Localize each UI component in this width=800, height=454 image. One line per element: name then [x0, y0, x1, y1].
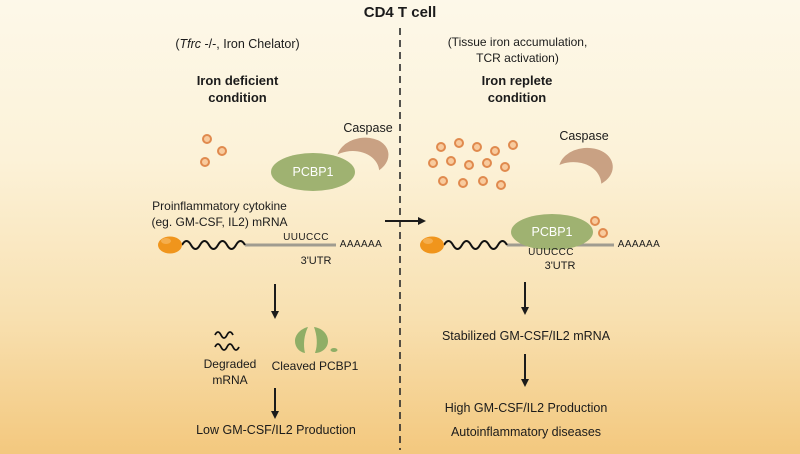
stabilized-mrna-label: Stabilized GM-CSF/IL2 mRNA: [441, 329, 611, 343]
iron-dot-icon: [200, 157, 210, 167]
right-condition-heading: Iron replete condition: [442, 72, 592, 106]
right-motif-sequence: UUUCCC: [528, 247, 574, 258]
iron-dot-icon: [446, 156, 456, 166]
caspase-icon: [558, 147, 613, 188]
left-motif-sequence: UUUCCC: [283, 232, 329, 243]
left-genotype-gene: Tfrc: [179, 37, 202, 51]
left-genotype-prefix: (: [175, 37, 180, 51]
page-title: CD4 T cell: [363, 4, 437, 21]
iron-dot-icon: [464, 160, 474, 170]
left-utr-label: 3'UTR: [300, 255, 332, 267]
iron-dot-icon: [590, 216, 600, 226]
iron-dots-cluster-right: [426, 136, 528, 192]
degraded-label-line1: Degraded: [203, 357, 257, 371]
mrna-coding-squiggle-icon: [181, 240, 246, 250]
pcbp1-label-right: PCBP1: [531, 225, 573, 239]
mrna-cap-icon: [420, 236, 444, 254]
pcbp1-protein-left: PCBP1: [271, 153, 355, 191]
iron-dot-icon: [482, 158, 492, 168]
left-polya-sequence: AAAAAA: [339, 239, 383, 250]
right-polya-sequence: AAAAAA: [617, 239, 661, 250]
right-caspase-label: Caspase: [559, 129, 609, 143]
center-dashed-divider: [399, 28, 401, 450]
left-condition-heading: Iron deficient condition: [160, 72, 315, 106]
mrna-cap-icon: [158, 236, 182, 254]
iron-dot-icon: [217, 146, 227, 156]
iron-dot-icon: [496, 180, 506, 190]
cleaved-pcbp1-label: Cleaved PCBP1: [271, 359, 359, 373]
degraded-label-line2: mRNA: [212, 373, 248, 387]
iron-dot-icon: [500, 162, 510, 172]
down-arrow-right-1: [520, 282, 529, 315]
left-mrna-heading-line1: Proinflammatory cytokine: [152, 199, 287, 213]
right-outcome-label: High GM-CSF/IL2 Production Autoinflammat…: [398, 396, 654, 444]
degraded-mrna-icon: [214, 331, 240, 351]
iron-dot-icon: [478, 176, 488, 186]
pcbp1-label-left: PCBP1: [292, 165, 334, 179]
right-condition-line1: Iron replete: [481, 73, 553, 88]
mrna-coding-squiggle-icon: [443, 240, 508, 250]
iron-dot-icon: [428, 158, 438, 168]
left-genotype-suffix: -/-, Iron Chelator): [201, 37, 300, 51]
iron-dot-icon: [458, 178, 468, 188]
left-condition-line1: Iron deficient: [196, 73, 279, 88]
left-condition-line2: condition: [208, 90, 267, 105]
iron-dot-icon: [436, 142, 446, 152]
left-outcome-label: Low GM-CSF/IL2 Production: [196, 423, 356, 437]
iron-dot-icon: [472, 142, 482, 152]
left-mrna-heading: Proinflammatory cytokine (eg. GM-CSF, IL…: [122, 198, 317, 230]
right-note-line2: TCR activation): [476, 51, 559, 65]
iron-dot-icon: [490, 146, 500, 156]
degraded-mrna-label: Degraded mRNA: [196, 356, 264, 388]
transition-arrow: [385, 216, 426, 225]
left-caspase-label: Caspase: [343, 121, 393, 135]
right-outcome-line2: Autoinflammatory diseases: [450, 425, 602, 439]
left-genotype-note: (Tfrc -/-, Iron Chelator): [125, 36, 350, 52]
right-condition-line2: condition: [487, 90, 547, 105]
iron-dot-icon: [202, 134, 212, 144]
down-arrow-right-2: [520, 354, 529, 387]
right-condition-note: (Tissue iron accumulation, TCR activatio…: [415, 34, 620, 66]
iron-dot-icon: [438, 176, 448, 186]
down-arrow-left-1: [270, 284, 279, 319]
right-outcome-line1: High GM-CSF/IL2 Production: [444, 401, 608, 415]
left-mrna-heading-line2: (eg. GM-CSF, IL2) mRNA: [151, 215, 288, 229]
pcbp1-protein-right: PCBP1: [511, 214, 593, 250]
right-utr-label: 3'UTR: [544, 260, 576, 272]
right-note-line1: (Tissue iron accumulation,: [447, 35, 588, 49]
iron-dot-icon: [454, 138, 464, 148]
iron-dots-cluster-left: [198, 132, 238, 170]
iron-dot-icon: [598, 228, 608, 238]
iron-dot-icon: [508, 140, 518, 150]
mrna-construct-left: [158, 236, 336, 254]
cleaved-pcbp1-icon: [295, 327, 338, 353]
down-arrow-left-2: [270, 388, 279, 419]
